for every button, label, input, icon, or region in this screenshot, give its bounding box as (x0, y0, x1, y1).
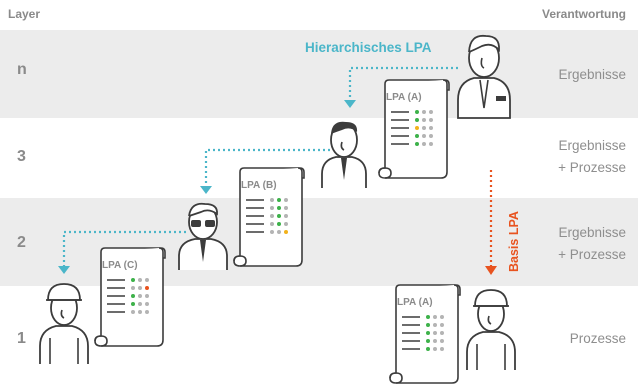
responsibility-2: Ergebnisse+ Prozesse (558, 225, 626, 262)
layer-band-n (0, 30, 638, 118)
layer-band-3 (0, 118, 638, 198)
worker-figure-left (39, 283, 89, 364)
layer-number-n: n (17, 61, 27, 78)
worker-figure-right (466, 289, 516, 370)
responsibility-n: Ergebnisse (558, 67, 626, 82)
scroll-title-mid: LPA (B) (241, 180, 277, 191)
scroll-title-low: LPA (C) (102, 260, 138, 271)
hierarchical-lpa-label: Hierarchisches LPA (305, 40, 432, 55)
layer-number-2: 2 (17, 234, 26, 251)
scroll-title-bottom: LPA (A) (397, 297, 433, 308)
supervisor-figure (321, 121, 367, 188)
layer-number-3: 3 (17, 148, 26, 165)
scroll-lpa-a-bottom (389, 284, 461, 384)
scroll-title-top: LPA (A) (386, 92, 422, 103)
basis-arrow (485, 170, 497, 275)
team-lead-figure (178, 202, 228, 270)
basis-lpa-label: Basis LPA (507, 211, 521, 272)
responsibility-1: Prozesse (569, 331, 626, 346)
hierarchical-arrows (62, 66, 458, 266)
responsibility-3: Ergebnisse+ Prozesse (558, 138, 626, 175)
scroll-lpa-b (233, 167, 305, 267)
manager-figure (457, 34, 511, 119)
responsibility-header: Verantwortung (541, 7, 626, 21)
layer-header: Layer (8, 7, 41, 21)
scroll-lpa-a-top (378, 79, 450, 179)
scroll-lpa-c (94, 247, 166, 347)
layer-number-1: 1 (17, 330, 26, 347)
